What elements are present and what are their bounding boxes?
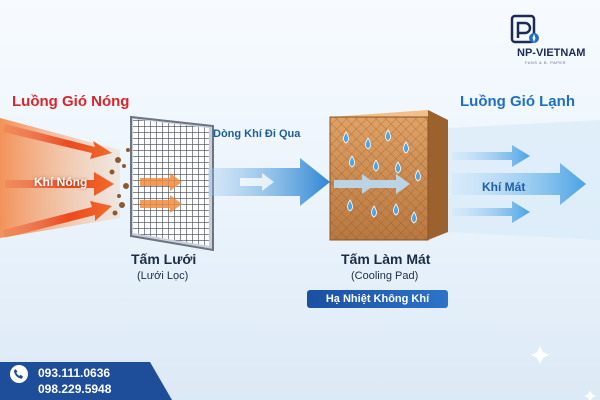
dust-particles xyxy=(109,148,130,216)
cold-arrows xyxy=(452,145,586,223)
sparkle-decoration xyxy=(531,346,596,400)
cooling-badge: Hạ Nhiệt Không Khí xyxy=(307,290,448,308)
brand-tagline: FANS & B. PAPER xyxy=(525,60,566,65)
cold-air-title: Luồng Gió Lạnh xyxy=(460,93,575,110)
contact-panel xyxy=(0,362,172,400)
arrows-through-pad xyxy=(334,174,410,194)
hot-air-title: Luồng Gió Nóng xyxy=(12,93,130,110)
orange-arrows-through-mesh xyxy=(140,173,182,213)
middle-airflow xyxy=(208,158,330,206)
hot-air-label: Khí Nóng xyxy=(34,175,88,189)
cold-arrow-top xyxy=(452,145,530,167)
mesh-subtitle: (Lưới Lọc) xyxy=(137,270,189,282)
hot-arrow-middle xyxy=(5,172,114,196)
cold-arrow-middle xyxy=(452,163,586,205)
hot-arrow-top xyxy=(3,124,112,159)
np-vietnam-logo-icon xyxy=(510,14,539,44)
phone-icon[interactable] xyxy=(10,365,28,383)
water-droplets xyxy=(343,129,421,224)
hot-arrows xyxy=(3,124,114,238)
hot-arrow-bottom xyxy=(3,201,112,238)
cold-arrow-bottom xyxy=(452,201,530,223)
phone-number-1[interactable]: 093.111.0636 xyxy=(38,366,111,380)
brand-name: NP-VIETNAM xyxy=(517,47,586,59)
cooling-pad-block xyxy=(329,110,448,241)
pad-title: Tấm Làm Mát xyxy=(341,251,431,267)
middle-arrow-small xyxy=(240,173,274,191)
airflow-through-label: Dòng Khí Đi Qua xyxy=(213,128,301,140)
mesh-title: Tấm Lưới xyxy=(131,251,197,267)
pad-subtitle: (Cooling Pad) xyxy=(351,270,419,282)
cool-air-label: Khí Mát xyxy=(482,180,526,194)
phone-number-2[interactable]: 098.229.5948 xyxy=(38,382,112,396)
